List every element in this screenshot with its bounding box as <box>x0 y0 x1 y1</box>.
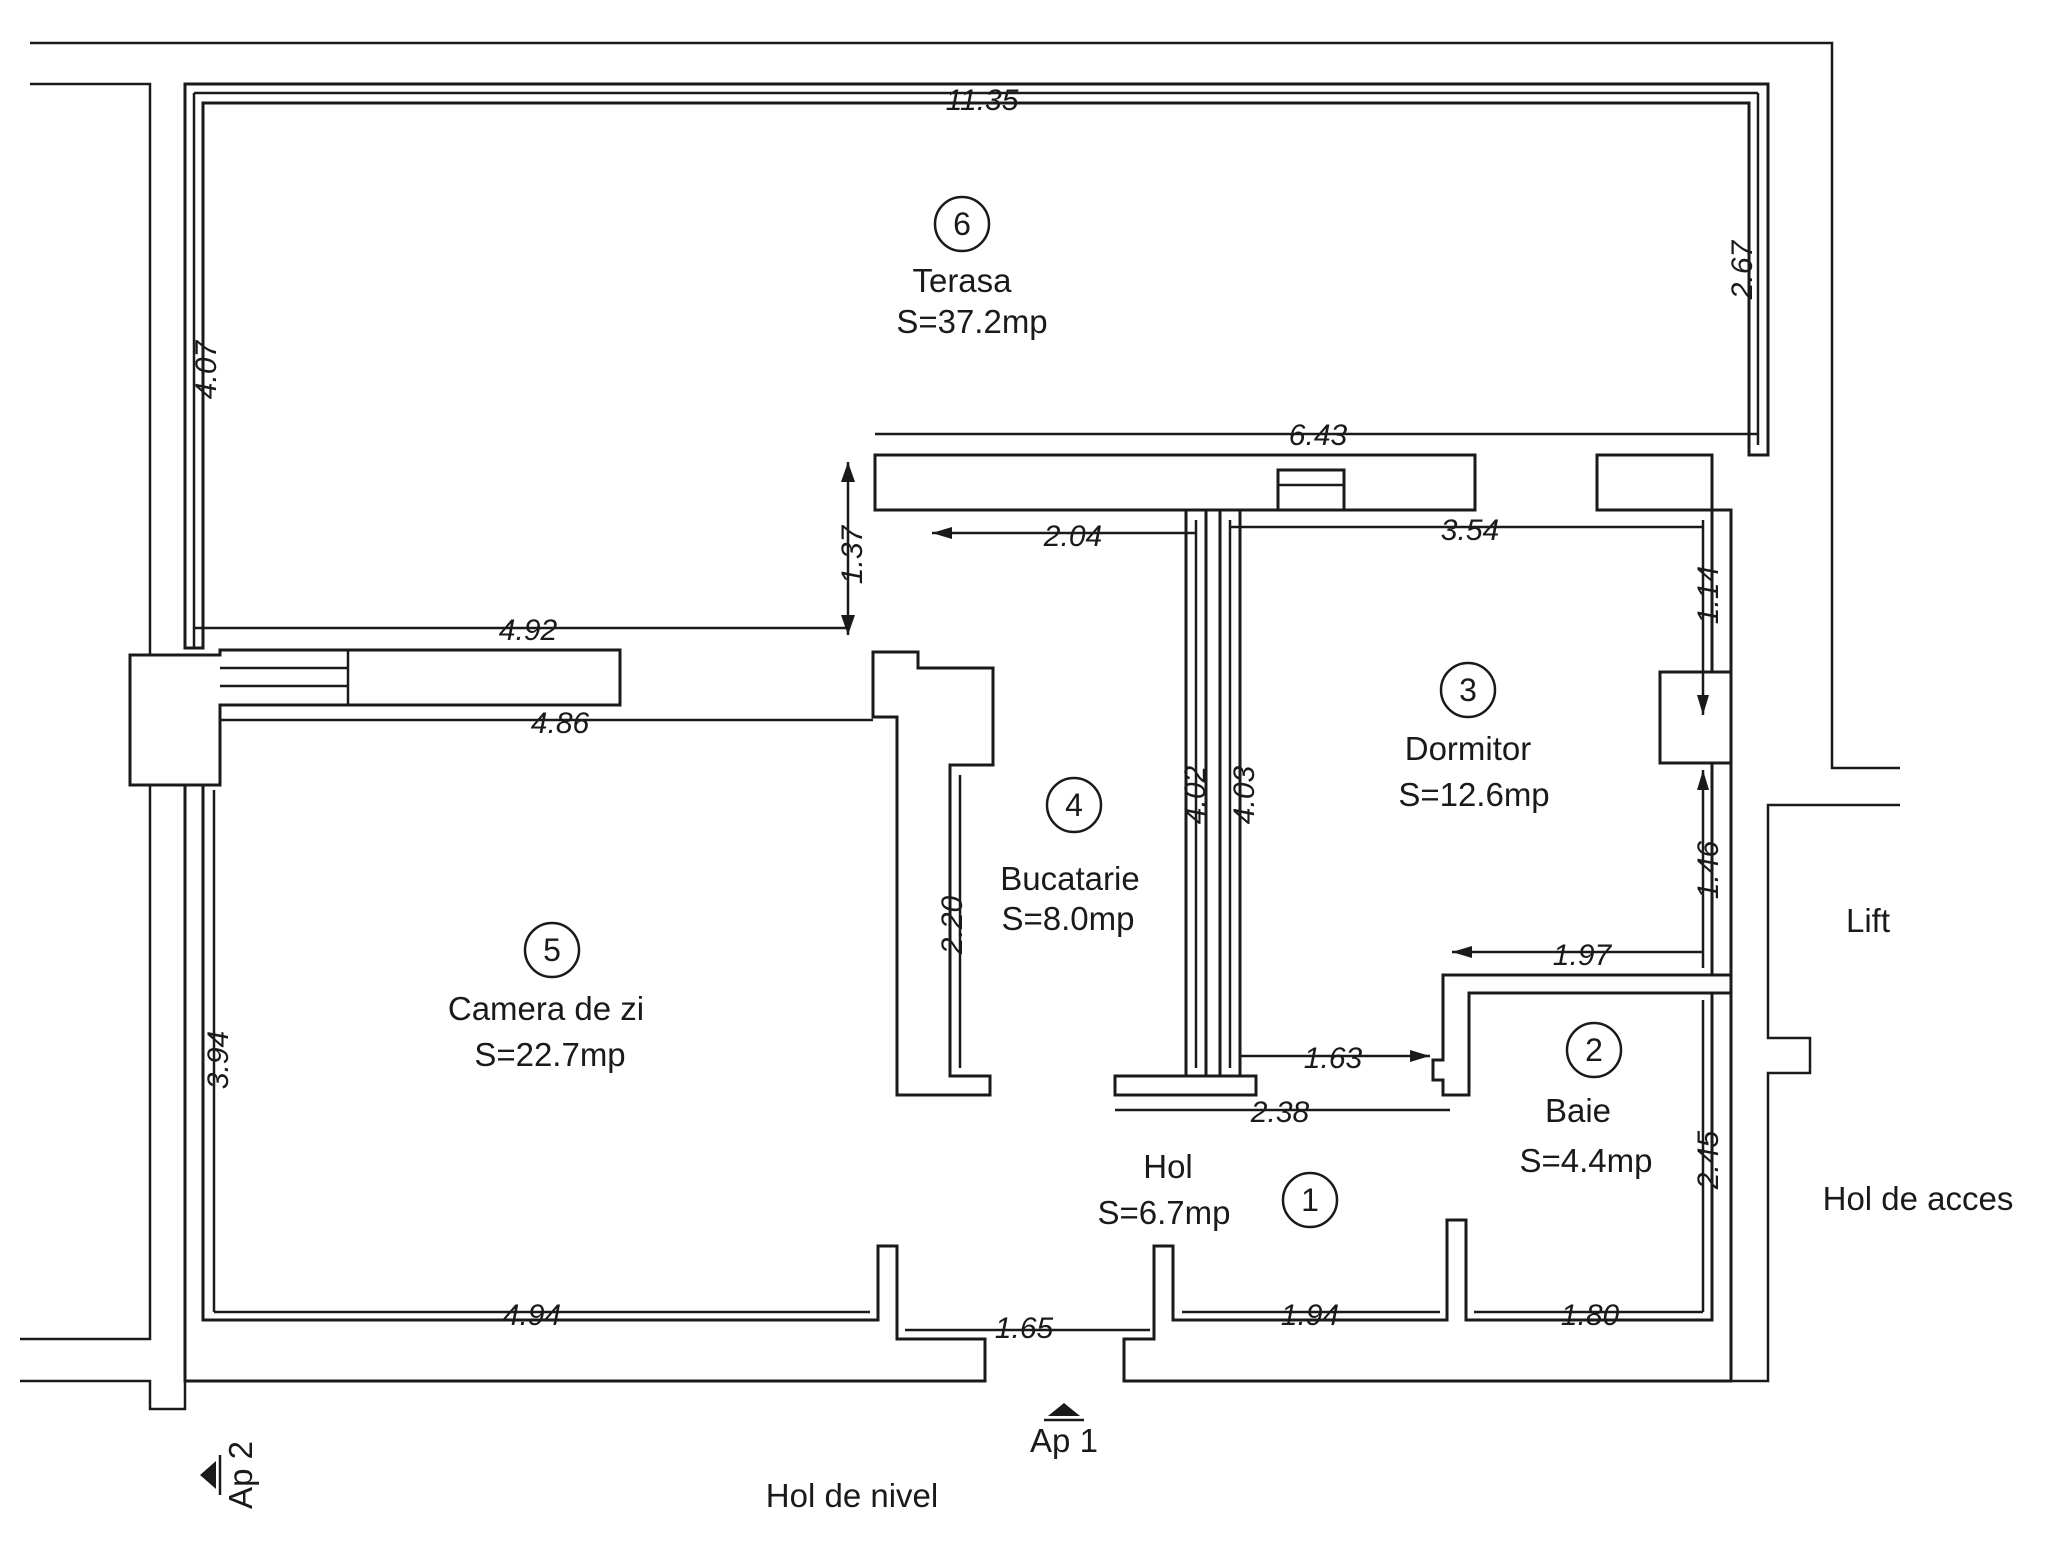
bath-wall <box>1431 973 1733 1097</box>
dim-terrace-width: 11.35 <box>946 84 1019 117</box>
room-number-circle <box>933 195 991 253</box>
bedroom-door-jamb <box>1658 670 1733 765</box>
dim-entrance: 1.65 <box>995 1312 1054 1345</box>
dim-living-left: 3.94 <box>202 1031 235 1089</box>
room-3-dormitor: 3 Dormitor S=12.6mp <box>1398 661 1550 813</box>
dim-bedroom-top: 3.54 <box>1441 514 1499 547</box>
living-wall <box>183 783 987 1383</box>
dim-kitchen-door: 1.37 <box>836 524 869 584</box>
dim-hall-inner-top: 1.63 <box>1304 1042 1363 1075</box>
dim-bath-top: 1.97 <box>1553 939 1613 972</box>
ap1-arrow-icon <box>1048 1403 1080 1416</box>
room-number-circle <box>523 921 581 979</box>
room-area: S=37.2mp <box>896 303 1047 340</box>
terrace-wall <box>183 82 1770 650</box>
balcony-wall <box>873 453 1477 512</box>
ap2-arrow-icon <box>200 1461 216 1489</box>
room-number-circle <box>1439 661 1497 719</box>
dim-terrace-left: 4.07 <box>190 339 223 399</box>
ap1-entrance-marker: Ap 1 <box>1030 1403 1098 1459</box>
ap1-label: Ap 1 <box>1030 1422 1098 1459</box>
dim-living-bottom: 4.94 <box>503 1299 561 1332</box>
terrace-right-block <box>1595 453 1714 512</box>
room-5-camera-de-zi: 5 Camera de zi S=22.7mp <box>448 921 644 1073</box>
dimension-lines <box>192 91 1760 1332</box>
floor-hall-label: Hol de nivel <box>766 1477 938 1514</box>
room-number-circle <box>1565 1021 1623 1079</box>
lift-label: Lift <box>1846 902 1890 939</box>
room-area: S=6.7mp <box>1098 1194 1231 1231</box>
dim-living-top-upper: 4.92 <box>499 614 558 647</box>
room-name: Hol <box>1143 1148 1193 1185</box>
room-area: S=12.6mp <box>1398 776 1549 813</box>
dim-bath-bottom: 1.80 <box>1561 1299 1620 1332</box>
room-area: S=22.7mp <box>474 1036 625 1073</box>
dim-hall-inner-bottom: 2.38 <box>1250 1096 1310 1129</box>
dim-bedroom-left: 4.03 <box>1228 765 1261 824</box>
room-number: 2 <box>1585 1032 1603 1068</box>
dim-terrace-inner: 6.43 <box>1289 419 1348 452</box>
room-name: Baie <box>1545 1092 1611 1129</box>
room-name: Bucatarie <box>1000 860 1139 897</box>
room-name: Camera de zi <box>448 990 644 1027</box>
walls <box>128 82 1770 1383</box>
room-number: 6 <box>953 206 971 242</box>
room-number: 5 <box>543 932 561 968</box>
hall-bottom-wall <box>1122 991 1733 1383</box>
room-number: 4 <box>1065 787 1083 823</box>
room-number: 1 <box>1301 1182 1319 1218</box>
room-number: 3 <box>1459 672 1477 708</box>
hall-partition <box>1113 1074 1258 1097</box>
room-1-hol: 1 Hol S=6.7mp <box>1098 1148 1339 1231</box>
room-4-bucatarie: 4 Bucatarie S=8.0mp <box>1000 776 1140 937</box>
room-2-baie: 2 Baie S=4.4mp <box>1520 1021 1653 1179</box>
dim-hall-bottom: 1.94 <box>1281 1299 1339 1332</box>
room-name: Dormitor <box>1405 730 1532 767</box>
dim-kitchen-right: 4.02 <box>1179 765 1212 824</box>
room-6-terasa: 6 Terasa S=37.2mp <box>896 195 1048 340</box>
dim-kitchen-left: 2.20 <box>936 895 969 955</box>
dim-kitchen-top: 2.04 <box>1043 520 1102 553</box>
dim-bath-right: 2.45 <box>1692 1130 1725 1190</box>
ap2-entrance-marker: Ap 2 <box>200 1441 259 1509</box>
dim-terrace-right: 2.67 <box>1726 239 1759 300</box>
kitchen-corner <box>871 650 995 1097</box>
ap2-label: Ap 2 <box>222 1441 259 1509</box>
access-hall-label: Hol de acces <box>1823 1180 2014 1217</box>
room-area: S=8.0mp <box>1002 900 1135 937</box>
living-terrace-wall <box>128 648 622 787</box>
room-name: Terasa <box>912 262 1012 299</box>
room-area: S=4.4mp <box>1520 1142 1653 1179</box>
room-number-circle <box>1281 1171 1339 1229</box>
balcony-window <box>1276 468 1346 512</box>
dim-living-top-lower: 4.86 <box>531 707 590 740</box>
room-number-circle <box>1045 776 1103 834</box>
dim-bedroom-right-lower: 1.46 <box>1692 840 1725 899</box>
dim-bedroom-right-upper: 1.14 <box>1692 566 1725 624</box>
dimension-texts: 11.35 4.07 2.67 6.43 1.37 4.92 4.86 2.04… <box>190 84 1759 1345</box>
